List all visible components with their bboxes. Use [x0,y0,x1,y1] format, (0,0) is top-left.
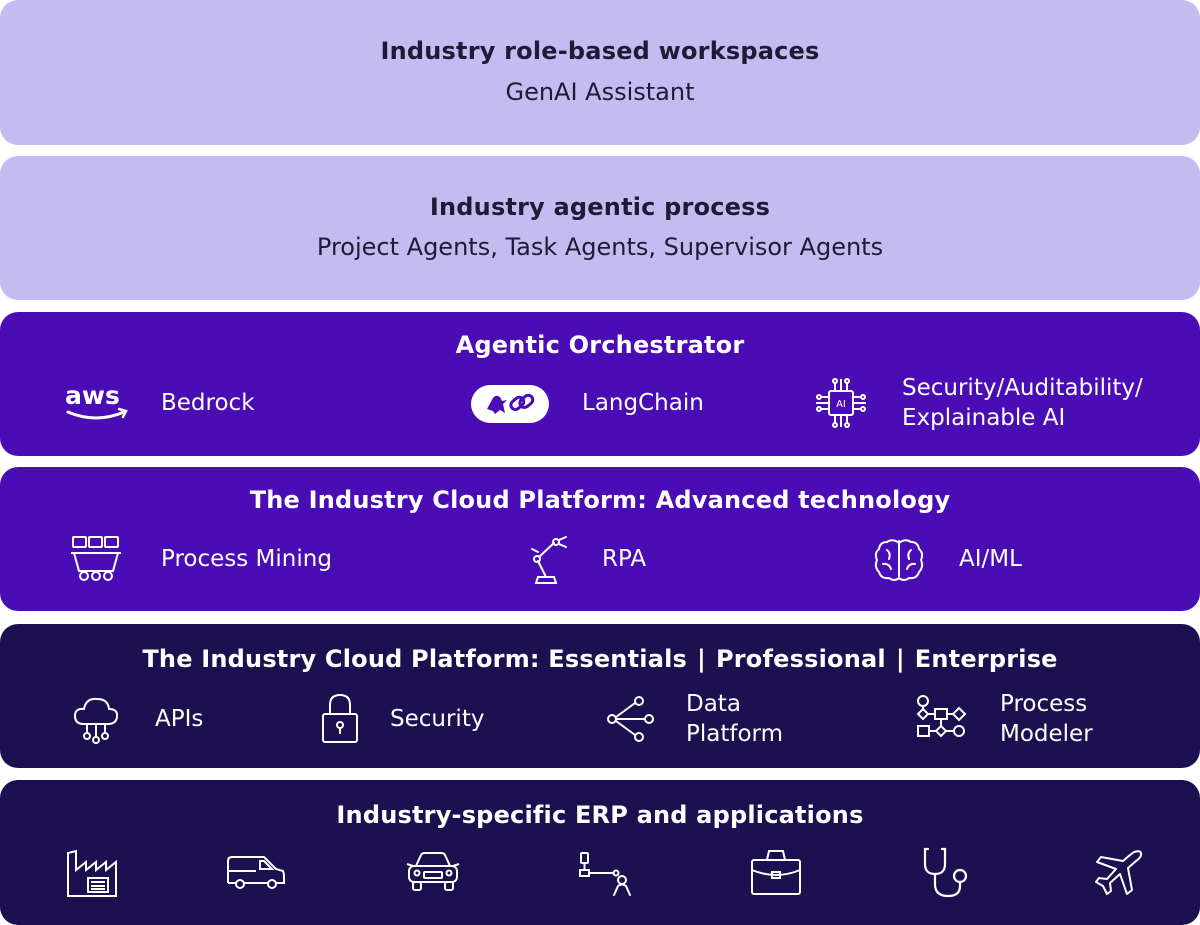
platform-item-label-line2: Platform [686,721,783,747]
layer-orchestrator: Agentic Orchestrator aws Bedrock LangCha… [0,312,1200,456]
ai-chip-icon: AI [816,378,866,428]
layer-subtitle: GenAI Assistant [505,78,695,106]
factory-icon [67,849,117,897]
layer-title: Industry agentic process [429,193,771,221]
title-separator: | [895,645,905,673]
aws-logo-icon: aws [65,381,128,420]
layer-title: Agentic Orchestrator [455,331,745,359]
brain-icon [874,539,924,581]
car-icon [406,852,460,891]
advanced-item-label: RPA [602,546,647,572]
advanced-item-label: AI/ML [959,546,1022,572]
platform-item-label: Security [390,706,485,732]
flowchart-icon [916,695,967,738]
lock-icon [322,693,358,743]
layer-subtitle: Project Agents, Task Agents, Supervisor … [316,233,884,261]
svg-text:aws: aws [65,381,120,410]
svg-text:AI: AI [836,399,846,410]
robot-arm-icon [531,536,567,584]
title-enterprise: Enterprise [914,645,1058,673]
advanced-item-label: Process Mining [161,546,332,572]
orchestrator-item-label: Bedrock [161,390,255,416]
layer-title: Industry-specific ERP and applications [336,801,864,829]
van-icon [227,856,285,889]
layer-platform: The Industry Cloud Platform: Essentials |… [0,624,1200,768]
orchestrator-item-label: LangChain [582,390,704,416]
orchestrator-item-label-line2: Explainable AI [902,405,1066,431]
layer-erp: Industry-specific ERP and applications [0,780,1200,925]
title-separator: | [697,645,706,673]
share-nodes-icon [607,696,654,742]
mining-cart-icon [71,536,121,581]
layer-agentic-process: Industry agentic process Project Agents,… [0,156,1200,300]
layer-title: The Industry Cloud Platform: Advanced te… [249,486,951,514]
cloud-network-icon [73,697,119,744]
stethoscope-icon [923,847,968,898]
layer-advanced: The Industry Cloud Platform: Advanced te… [0,467,1200,611]
title-essentials: The Industry Cloud Platform: Essentials [142,645,688,673]
platform-item-label-line1: Process [1000,691,1088,717]
platform-item-label-line1: Data [686,691,741,717]
orchestrator-item-label-line1: Security/Auditability/ [902,375,1143,401]
platform-item-label-line2: Modeler [1000,721,1093,747]
platform-item-label: APIs [155,706,204,732]
title-professional: Professional [715,645,886,673]
langchain-logo-icon [471,385,549,423]
briefcase-icon [751,850,801,895]
robot-arm-person-icon [579,852,631,896]
airplane-icon [1095,850,1143,895]
layer-workspaces: Industry role-based workspaces GenAI Ass… [0,0,1200,145]
layer-title: The Industry Cloud Platform: Essentials |… [0,645,1200,673]
layer-title: Industry role-based workspaces [380,37,820,65]
